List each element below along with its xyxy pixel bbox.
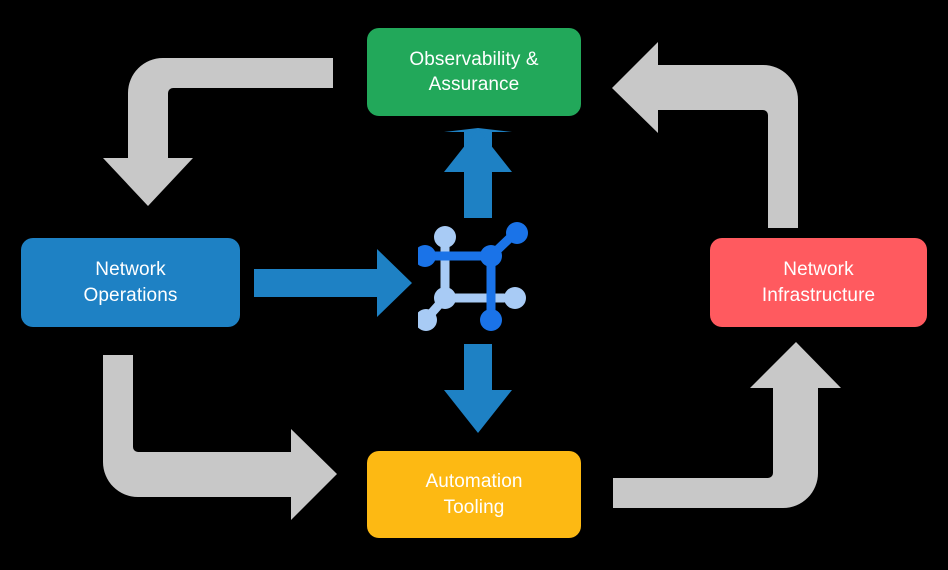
connector-center-to-automation <box>444 344 512 433</box>
connector-observability-to-netops <box>103 58 333 206</box>
connector-center-to-observability <box>444 128 512 218</box>
connector-netops-to-center <box>254 249 412 317</box>
connector-netinfra-to-observability <box>612 42 798 228</box>
node-network-infrastructure[interactable]: Network Infrastructure <box>710 238 927 327</box>
node-automation-tooling[interactable]: Automation Tooling <box>367 451 581 538</box>
node-observability-assurance[interactable]: Observability & Assurance <box>367 28 581 116</box>
network-topology-icon <box>418 222 528 331</box>
connector-netops-to-automation <box>103 355 337 520</box>
node-network-operations[interactable]: Network Operations <box>21 238 240 327</box>
connector-automation-to-netinfra <box>613 342 841 508</box>
